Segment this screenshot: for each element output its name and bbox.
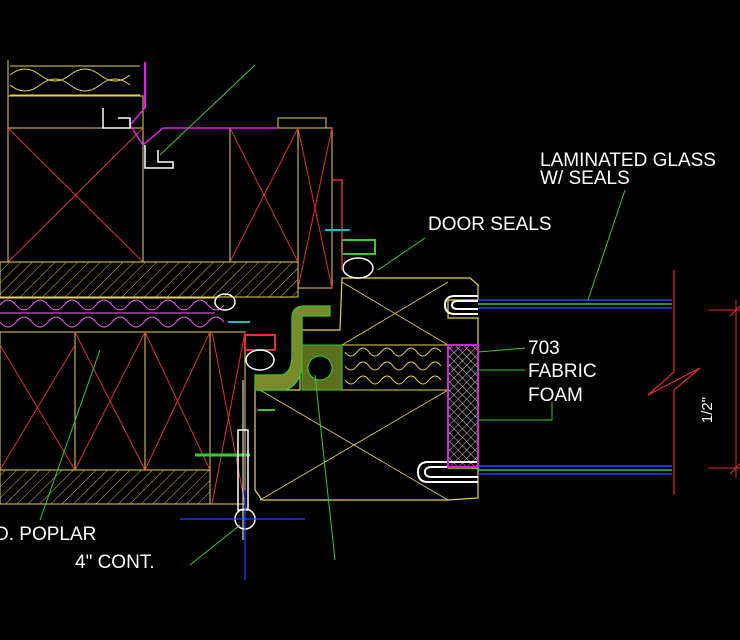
lower-cross-marks: [0, 331, 246, 505]
label-cont: 4" CONT.: [75, 552, 155, 573]
top-insulation: [7, 60, 140, 262]
upper-wood-blocks: [7, 95, 333, 289]
label-703: 703: [528, 338, 560, 359]
magenta-clip: [332, 179, 343, 270]
hatched-band-upper: [0, 261, 299, 298]
label-foam: FOAM: [528, 385, 583, 406]
fabric-foam-fill: [341, 344, 449, 391]
break-line: [647, 270, 701, 495]
white-clip-mid: [144, 145, 174, 169]
glazing-clip-bottom: [416, 461, 478, 483]
label-fabric: FABRIC: [528, 361, 597, 382]
label-poplar: D. POPLAR: [0, 524, 96, 545]
extrusion: [254, 305, 331, 391]
extrusion-tube-inner: [307, 355, 333, 381]
label-laminated-glass-1: LAMINATED GLASS: [540, 150, 716, 171]
dimension-text: 1/2": [699, 397, 716, 423]
leader-lines: [39, 64, 626, 566]
foam-squiggle: [344, 347, 442, 385]
white-clip-top: [102, 108, 131, 129]
label-door-seals: DOOR SEALS: [428, 214, 552, 235]
hatched-band-lower: [0, 469, 211, 505]
pin-head-icon: [214, 293, 236, 311]
magenta-stop: [129, 107, 278, 147]
door-seal-top: [341, 239, 376, 279]
insulation-coil: [0, 299, 225, 328]
door-seal-bottom: [244, 334, 276, 371]
dimension-line: [708, 300, 740, 478]
fabric-panel: [447, 344, 479, 468]
door-frame-crosses: [259, 281, 449, 501]
upper-cross-marks: [7, 127, 333, 289]
label-laminated-glass-2: W/ SEALS: [540, 168, 630, 189]
screw-icon: [195, 229, 350, 457]
anchor-bolt: [180, 380, 305, 580]
laminated-glass: [478, 299, 672, 475]
glazing-clip-top: [443, 295, 478, 315]
